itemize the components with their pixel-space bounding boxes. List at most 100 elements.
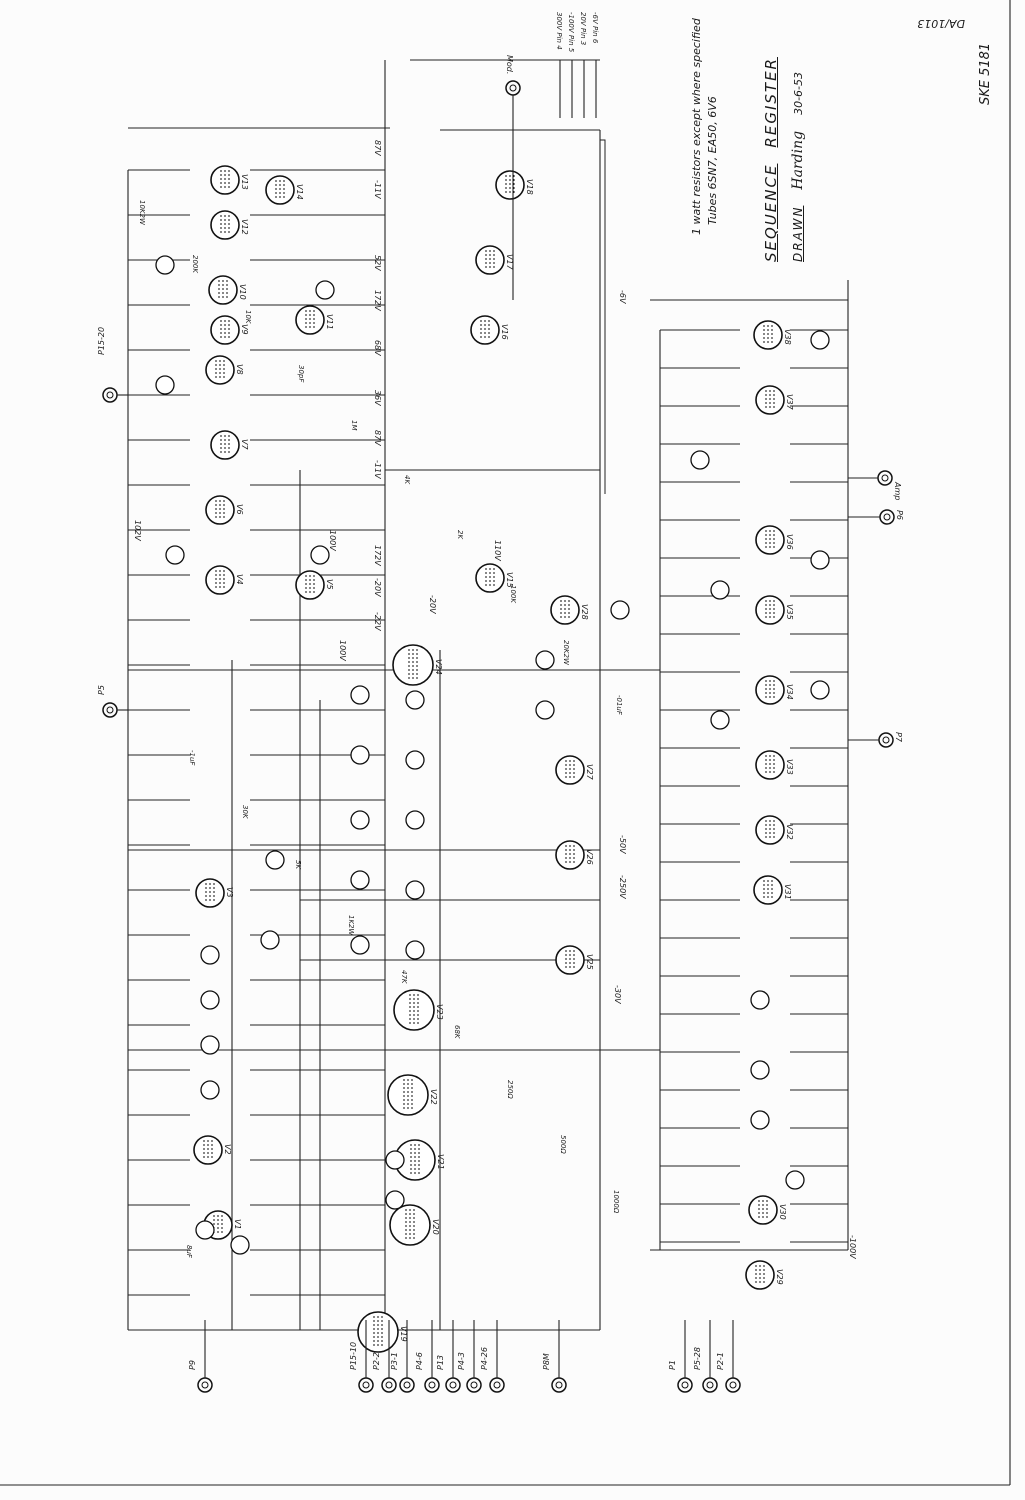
voltage-label: -11V	[373, 180, 382, 199]
terminal-center	[106, 706, 114, 714]
voltage-label: 102V	[133, 520, 142, 541]
terminal-icon	[702, 1377, 718, 1393]
terminal-bottom: P9	[188, 1360, 197, 1370]
note-resistors: 1 watt resistors except where specified	[690, 18, 703, 235]
terminal-center	[729, 1381, 737, 1389]
component-value-label: 2K	[456, 530, 464, 540]
neon-diode-icon	[750, 990, 770, 1010]
terminal-bottom: P1	[668, 1360, 677, 1370]
neon-diode-icon	[315, 280, 335, 300]
neon-diode-icon	[200, 945, 220, 965]
voltage-label: 110V	[493, 540, 502, 561]
supply-pin-label: 20V Pin 3	[579, 12, 587, 45]
terminal-bottom: P4-3	[457, 1352, 466, 1370]
tube-label: V33	[785, 759, 794, 775]
terminal-p7: P7	[894, 732, 903, 743]
supply-pin-label: -100V Pin 5	[567, 12, 575, 53]
drawing-date: 30-6-53	[792, 71, 805, 115]
voltage-label: 87V	[373, 430, 382, 446]
terminal-bottom: P2-2	[372, 1352, 381, 1370]
terminal-icon	[466, 1377, 482, 1393]
neon-diode-icon	[200, 990, 220, 1010]
voltage-label: 172V	[373, 545, 382, 566]
terminal-bottom: P2-1	[716, 1352, 725, 1370]
terminal-icon	[505, 80, 521, 96]
neon-diode-icon	[385, 1190, 405, 1210]
component-value-label: 30pF	[297, 365, 305, 383]
tube-label: V9	[240, 324, 249, 335]
terminal-bottom: P5-28	[693, 1347, 702, 1370]
terminal-center	[449, 1381, 457, 1389]
neon-diode-icon	[535, 650, 555, 670]
voltage-label: -50V	[618, 835, 627, 854]
neon-diode-icon	[785, 1170, 805, 1190]
component-value-label: 20K2W	[562, 640, 570, 666]
terminal-center	[428, 1381, 436, 1389]
voltage-label: 172V	[373, 290, 382, 311]
voltage-label: 87V	[373, 140, 382, 156]
terminal-center	[882, 736, 890, 744]
voltage-label: -22V	[373, 612, 382, 631]
tube-label: V11	[325, 314, 334, 330]
terminal-center	[509, 84, 517, 92]
reference-number: DA/1013	[917, 17, 965, 30]
tube-label: V21	[436, 1154, 445, 1170]
terminal-bottom: P3-1	[390, 1352, 399, 1370]
terminal-icon	[877, 470, 893, 486]
terminal-center	[470, 1381, 478, 1389]
tube-label: V35	[785, 604, 794, 620]
tube-label: V34	[785, 684, 794, 700]
terminal-bottom: P4-6	[415, 1352, 424, 1370]
neon-diode-icon	[710, 580, 730, 600]
neon-diode-icon	[350, 685, 370, 705]
terminal-icon	[677, 1377, 693, 1393]
component-value-label: 1000Ω	[612, 1190, 620, 1214]
terminal-center	[201, 1381, 209, 1389]
neon-diode-icon	[810, 330, 830, 350]
tube-label: V26	[585, 849, 594, 865]
terminal-icon	[102, 387, 118, 403]
neon-diode-icon	[690, 450, 710, 470]
terminal-center	[362, 1381, 370, 1389]
neon-diode-icon	[155, 255, 175, 275]
component-value-label: 200K	[191, 255, 199, 274]
neon-diode-icon	[195, 1220, 215, 1240]
tube-label: V18	[525, 179, 534, 195]
supply-pin-label: 300V Pin 4	[555, 12, 563, 50]
neon-diode-icon	[260, 930, 280, 950]
terminal-bottom: P15-10	[349, 1342, 358, 1370]
terminal-mod: Mod.	[505, 55, 514, 74]
tube-label: V2	[223, 1144, 232, 1155]
tube-label: V1	[233, 1219, 242, 1230]
voltage-label: -20V	[428, 595, 437, 614]
tube-label: V24	[434, 659, 443, 675]
voltage-label: -6V	[618, 290, 627, 304]
neon-diode-icon	[610, 600, 630, 620]
neon-diode-icon	[810, 680, 830, 700]
component-value-label: 5K	[294, 860, 302, 870]
tube-label: V38	[783, 329, 792, 345]
neon-diode-icon	[405, 750, 425, 770]
neon-diode-icon	[310, 545, 330, 565]
terminal-center	[555, 1381, 563, 1389]
tube-label: V19	[399, 1326, 408, 1342]
tube-label: V13	[240, 174, 249, 190]
tube-label: V29	[775, 1269, 784, 1285]
drawn-row: DRAWN Harding 30-6-53	[790, 72, 806, 262]
tube-label: V23	[435, 1004, 444, 1020]
tube-label: V31	[783, 884, 792, 900]
component-value-label: 8uF	[185, 1245, 193, 1259]
neon-diode-icon	[750, 1060, 770, 1080]
tube-label: V17	[505, 254, 514, 271]
terminal-center	[385, 1381, 393, 1389]
component-value-label: -1uF	[188, 750, 196, 766]
tube-label: V6	[235, 504, 244, 515]
terminal-icon	[878, 732, 894, 748]
voltage-label: -30V	[613, 985, 622, 1004]
tube-label: V30	[778, 1204, 787, 1220]
tube-label: V28	[580, 604, 589, 620]
component-value-label: 10K2W	[138, 200, 146, 226]
neon-diode-icon	[230, 1235, 250, 1255]
voltage-label: 100V	[338, 640, 347, 661]
